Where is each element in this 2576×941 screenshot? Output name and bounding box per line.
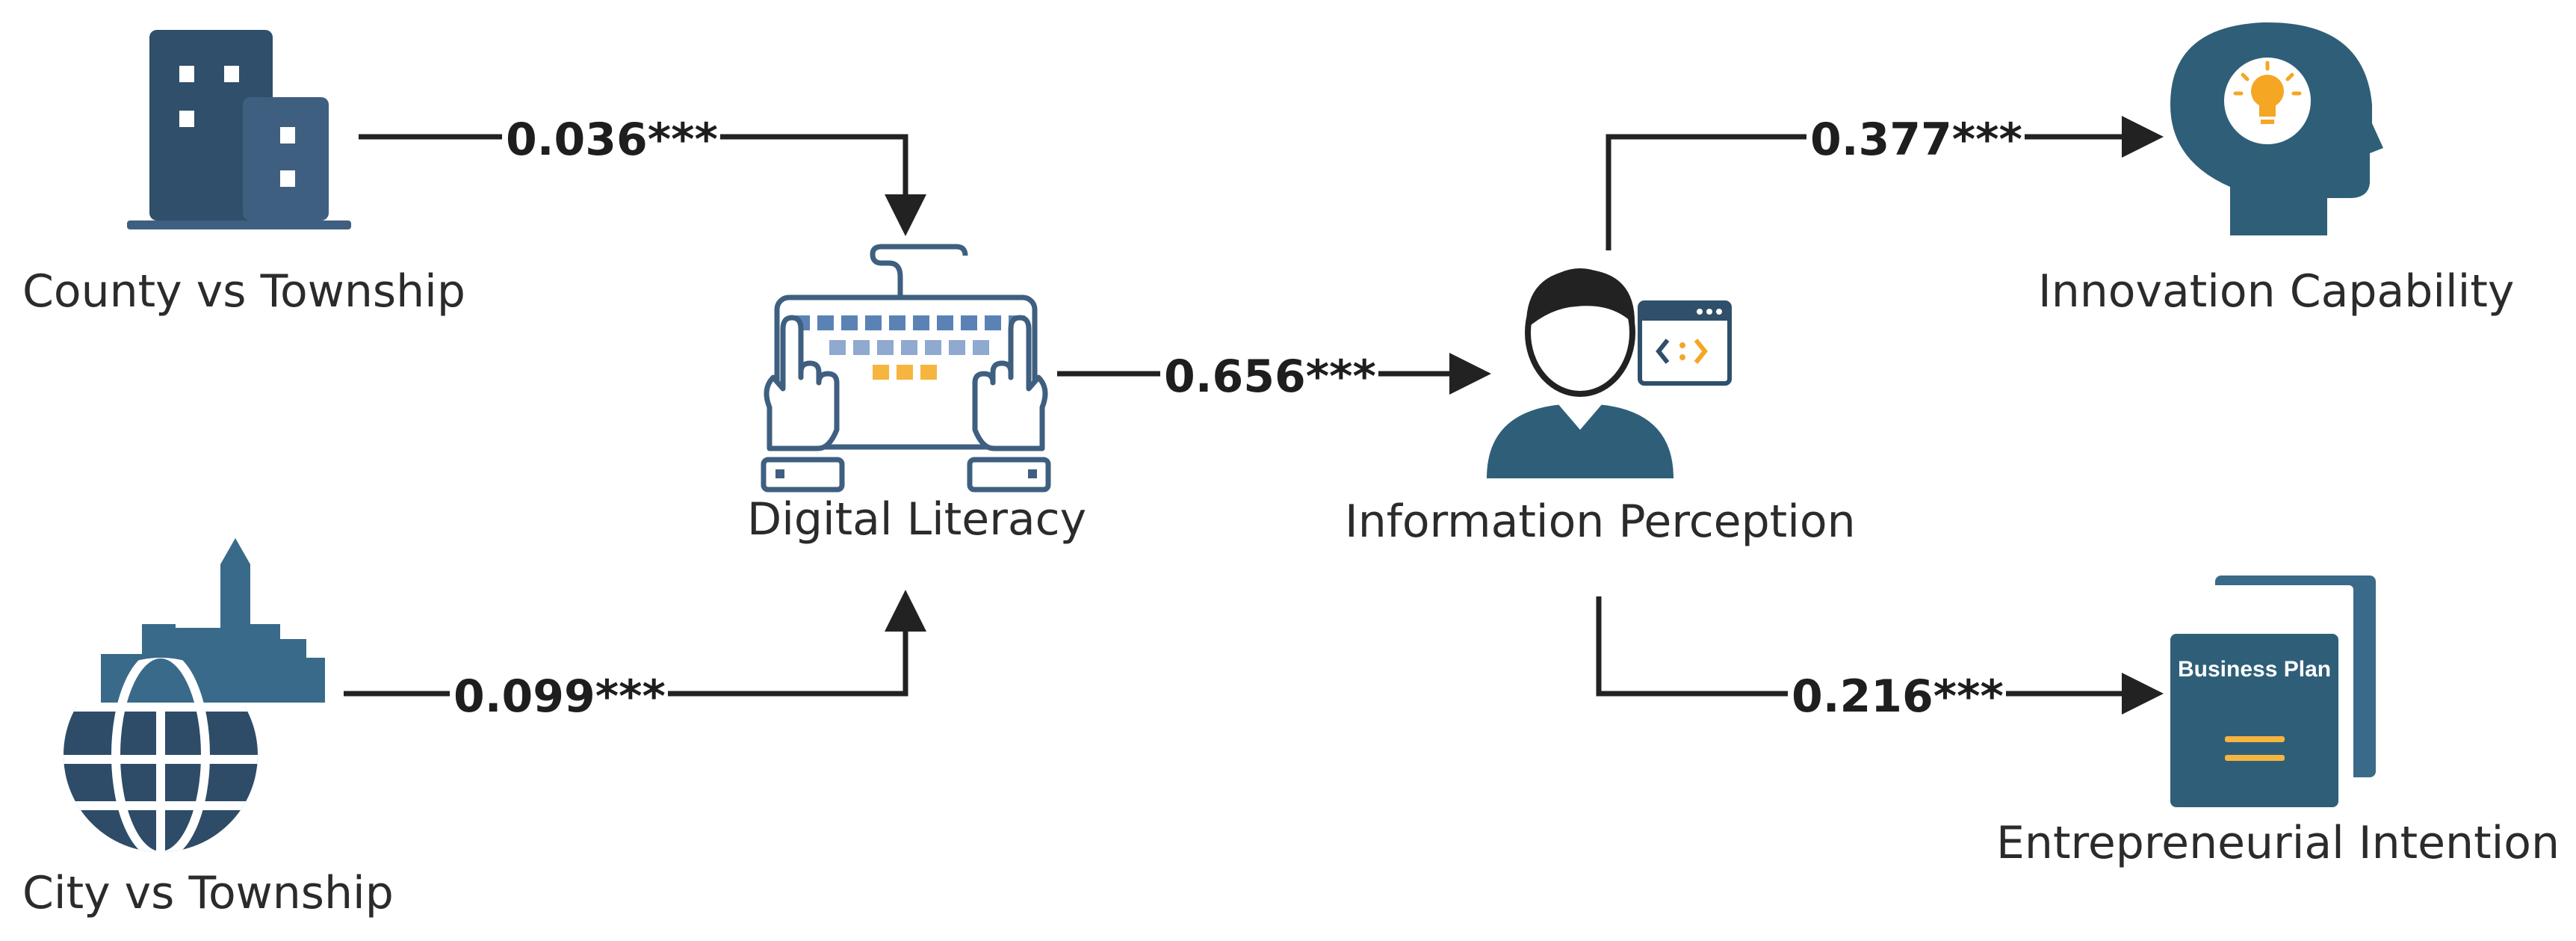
city-globe-icon: [64, 538, 325, 852]
coef-city-digital: 0.099***: [450, 667, 668, 723]
coef-label: 0.036***: [506, 114, 718, 166]
node-digital: Digital Literacy: [747, 244, 1086, 546]
node-county: County vs Township: [22, 30, 465, 318]
node-label-county: County vs Township: [22, 265, 465, 318]
node-label-city: City vs Township: [22, 867, 394, 919]
coef-label: 0.377***: [1810, 114, 2022, 166]
building-icon: [127, 30, 351, 229]
coef-digital-info: 0.656***: [1160, 348, 1378, 403]
node-innovation: Innovation Capability: [2038, 22, 2514, 318]
coef-info-entre: 0.216***: [1788, 667, 2006, 723]
node-info: Information Perception: [1345, 268, 1856, 548]
node-city: City vs Township: [22, 538, 394, 919]
coef-label: 0.656***: [1164, 351, 1376, 403]
business-plan-label: Business Plan: [2178, 657, 2331, 682]
head-lightbulb-icon: [2170, 22, 2383, 236]
keyboard-hands-icon: [761, 244, 1051, 493]
node-entre: Business Plan Entrepreneurial Intention: [1996, 576, 2560, 869]
coef-label: 0.099***: [453, 670, 666, 723]
code-window-icon: [1638, 300, 1732, 386]
coef-info-innovation: 0.377***: [1806, 111, 2025, 166]
lightbulb-icon: [2233, 61, 2302, 124]
node-label-innovation: Innovation Capability: [2038, 265, 2514, 318]
node-label-digital: Digital Literacy: [747, 493, 1086, 546]
coef-label: 0.216***: [1792, 670, 2004, 723]
node-label-info: Information Perception: [1345, 496, 1856, 548]
keys-row-2: [829, 340, 989, 355]
keys-row-3: [873, 365, 937, 380]
coef-county-digital: 0.036***: [502, 111, 720, 166]
business-plan-icon: Business Plan: [2170, 576, 2376, 807]
node-label-entre: Entrepreneurial Intention: [1996, 817, 2560, 869]
person-code-window-icon: [1487, 268, 1732, 478]
